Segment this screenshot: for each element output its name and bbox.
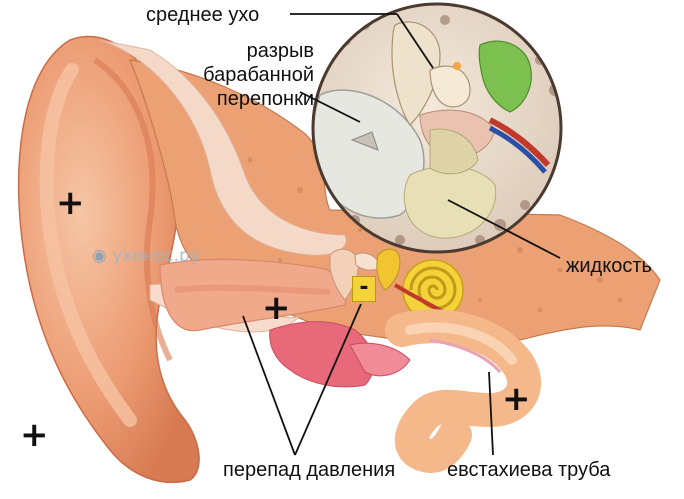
inset-green-nerve <box>478 40 532 113</box>
vestibule <box>376 248 401 291</box>
leader-eardrum <box>299 91 361 123</box>
auricle-fold <box>39 63 137 427</box>
plus-sign-canal: + <box>262 288 291 328</box>
bone-texture <box>247 157 622 313</box>
plus-sign-tube: + <box>502 379 531 419</box>
label-pressure-difference: перепад давления <box>223 459 396 481</box>
plus-sign-auricle: + <box>56 183 85 223</box>
label-fluid: жидкость <box>566 255 652 277</box>
label-eustachian-tube: евстахиева труба <box>447 459 611 481</box>
leader-tube <box>488 371 494 456</box>
leader-lines <box>242 13 561 456</box>
magnified-inset <box>311 2 563 254</box>
middle-ear-lower <box>269 321 375 388</box>
leader-fluid <box>447 199 561 259</box>
leader-pressure-left <box>242 315 296 456</box>
cochlea <box>402 259 464 321</box>
minus-sign-middle-ear: - <box>352 276 376 302</box>
label-middle-ear: среднее ухо <box>146 4 260 26</box>
plus-sign-outside: + <box>20 415 49 455</box>
watermark: ◉ ухонос.ру <box>92 246 200 266</box>
watermark-globe-icon: ◉ <box>92 246 113 266</box>
ear-canal <box>159 258 347 332</box>
inset-ossicle <box>391 21 441 126</box>
leader-pressure-right <box>294 303 362 456</box>
leader-middle-ear-2 <box>396 13 434 69</box>
inset-fluid <box>403 165 497 239</box>
middle-ear-lower-2 <box>349 342 411 377</box>
eustachian-tube-vessel <box>429 338 502 374</box>
label-ruptured-eardrum-1: разрыв <box>246 40 314 62</box>
ear-canal-shadow <box>174 284 331 295</box>
label-ruptured-eardrum-3: перепонки <box>216 88 314 110</box>
auricle-inner-ridge <box>93 57 173 362</box>
eustachian-tube-highlight <box>405 322 517 365</box>
label-ruptured-eardrum-2: барабанной <box>203 64 314 86</box>
